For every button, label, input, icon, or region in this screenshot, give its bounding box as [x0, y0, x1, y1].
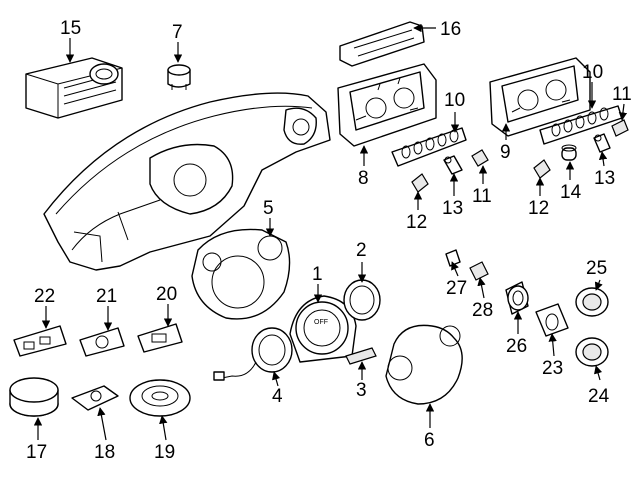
callout-25: 25 [586, 258, 607, 279]
part-11-cap-right [611, 119, 629, 137]
callout-14: 14 [560, 182, 582, 203]
callout-17: 17 [26, 442, 47, 463]
callout-12-left: 12 [406, 212, 427, 233]
part-4-tachometer [213, 327, 293, 381]
callout-26: 26 [506, 336, 527, 357]
callout-labels: 15 7 16 8 10 9 10 11 11 12 13 12 14 13 5… [26, 18, 632, 463]
callout-11-left: 11 [472, 186, 492, 207]
callout-27: 27 [446, 278, 467, 299]
callout-4: 4 [272, 386, 283, 407]
part-26-socket [505, 281, 529, 315]
part-14-knob [561, 144, 577, 161]
callout-15: 15 [60, 18, 81, 39]
callout-24: 24 [588, 386, 610, 407]
part-22-switch [13, 325, 67, 357]
callout-16: 16 [440, 19, 461, 40]
callout-28: 28 [472, 300, 493, 321]
callout-13-left: 13 [442, 198, 463, 219]
callout-22: 22 [34, 286, 55, 307]
leader-lines [33, 23, 628, 441]
callout-9: 9 [500, 142, 511, 163]
callout-6: 6 [424, 430, 435, 451]
callout-20: 20 [156, 284, 177, 305]
callout-2: 2 [356, 240, 367, 261]
part-19-speaker [129, 379, 191, 417]
part-13-clip-left [443, 155, 463, 175]
part-8-control-panel [337, 63, 437, 147]
part-23-socket [535, 303, 569, 337]
part-7-switch [167, 64, 191, 90]
part-16-trim-strip [339, 21, 425, 67]
part-25-outlet [575, 287, 609, 317]
part-6-bezel [385, 324, 463, 405]
callout-18: 18 [94, 442, 115, 463]
part-13-clip-right [593, 133, 611, 153]
part-28-connector [469, 261, 489, 281]
part-15-console-housing [25, 57, 123, 119]
part-3-bracket [345, 347, 377, 365]
callout-19: 19 [154, 442, 175, 463]
part-21-switch [79, 327, 125, 357]
part-12-knob-left [411, 173, 429, 193]
part-24-outlet [575, 337, 609, 367]
callout-8: 8 [358, 168, 369, 189]
callout-10-left: 10 [444, 90, 465, 111]
callout-10-right: 10 [582, 62, 603, 83]
part-1-instrument-cluster: OFF [289, 295, 357, 363]
dashboard-panel [43, 92, 331, 271]
callout-12-right: 12 [528, 198, 549, 219]
part-2-trim-ring [343, 279, 381, 321]
callout-3: 3 [356, 380, 367, 401]
callout-11-right: 11 [612, 84, 632, 105]
callout-1: 1 [312, 264, 323, 285]
part-18-sensor [71, 385, 119, 411]
part-9-control-panel [489, 57, 591, 137]
callout-21: 21 [96, 286, 117, 307]
callout-7: 7 [172, 22, 183, 43]
part-5-gauge-housing [191, 228, 291, 320]
part-11-cap-left [471, 149, 489, 167]
part-20-switch [137, 323, 183, 353]
part-12-knob-right [533, 159, 551, 179]
callout-13-right: 13 [594, 168, 615, 189]
callout-23: 23 [542, 358, 563, 379]
callout-5: 5 [263, 198, 274, 219]
part-17-dial [9, 377, 59, 417]
cluster-face-text: OFF [314, 319, 328, 326]
